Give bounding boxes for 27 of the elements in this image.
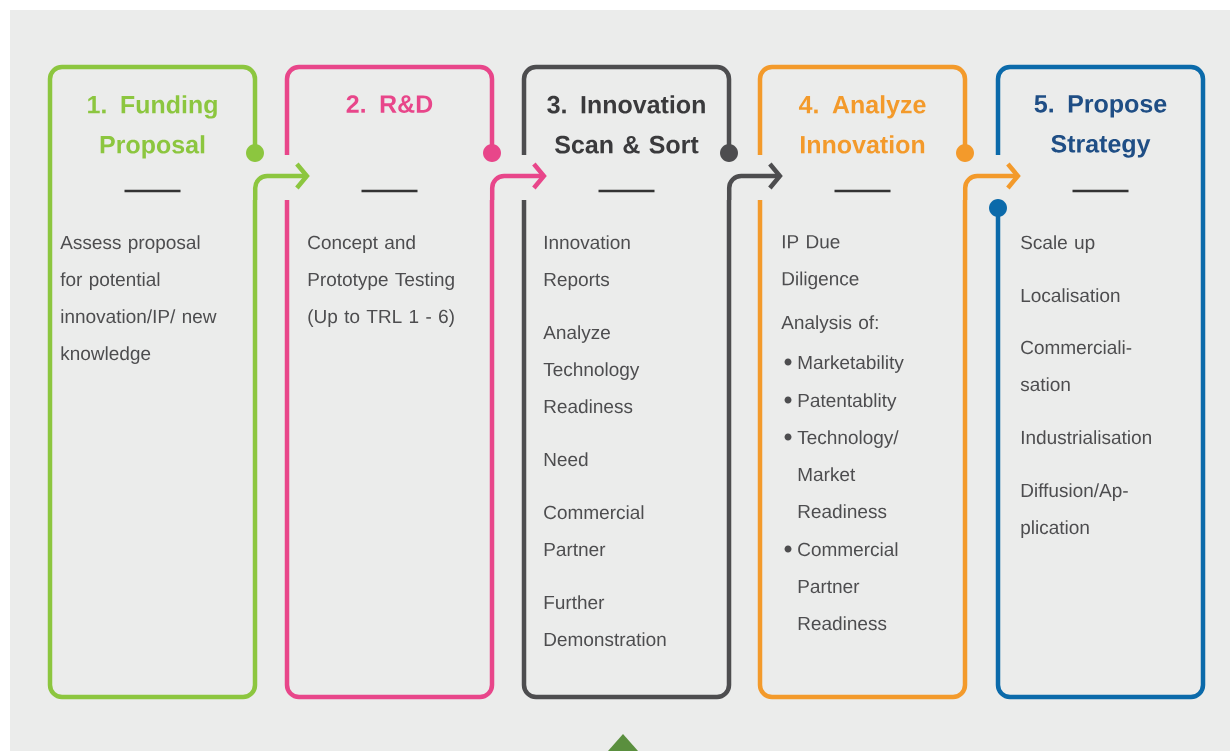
step-text: Industrialisation xyxy=(1021,430,1151,445)
step-text: Commercial Partner xyxy=(544,505,644,557)
step-title: 4. Analyze Innovation xyxy=(798,95,926,154)
step-text: Need xyxy=(544,452,588,467)
arrow xyxy=(726,162,783,200)
step-title: 5. Propose Strategy xyxy=(1034,95,1167,158)
step-title: 2. R&D xyxy=(346,95,433,113)
step-text: IP Due Diligence xyxy=(782,235,859,290)
bullet-item: Marketability xyxy=(784,355,904,373)
bullet-item: Commercial Partner Readiness xyxy=(784,542,898,631)
step-text: Analysis of: xyxy=(781,315,878,333)
step-text: Further Demonstration xyxy=(544,595,666,647)
step-text: Localisation xyxy=(1021,288,1120,303)
step-title: 3. Innovation Scan & Sort xyxy=(547,95,705,154)
step-text: Concept and Prototype Testing (Up to TRL 1 - 6) xyxy=(308,235,454,327)
step-text: Diffusion/Ap-plication xyxy=(1021,483,1128,538)
step-text: Scale up xyxy=(1021,235,1095,253)
bullet-item: Patentablity xyxy=(784,393,897,411)
step-text: Commerciali-sation xyxy=(1020,340,1132,392)
step-title: 1. Funding Proposal xyxy=(88,95,217,159)
arrow xyxy=(489,162,547,200)
bullet-item: Technology/ Market Readiness xyxy=(784,430,899,519)
step-text: Analyze Technology Readiness xyxy=(543,325,640,414)
step-text: Innovation Reports xyxy=(544,235,630,290)
step-text: Assess proposal for potential innovation/IP/ new knowledge xyxy=(60,235,217,364)
arrow xyxy=(252,162,310,200)
arrow xyxy=(962,162,1021,200)
